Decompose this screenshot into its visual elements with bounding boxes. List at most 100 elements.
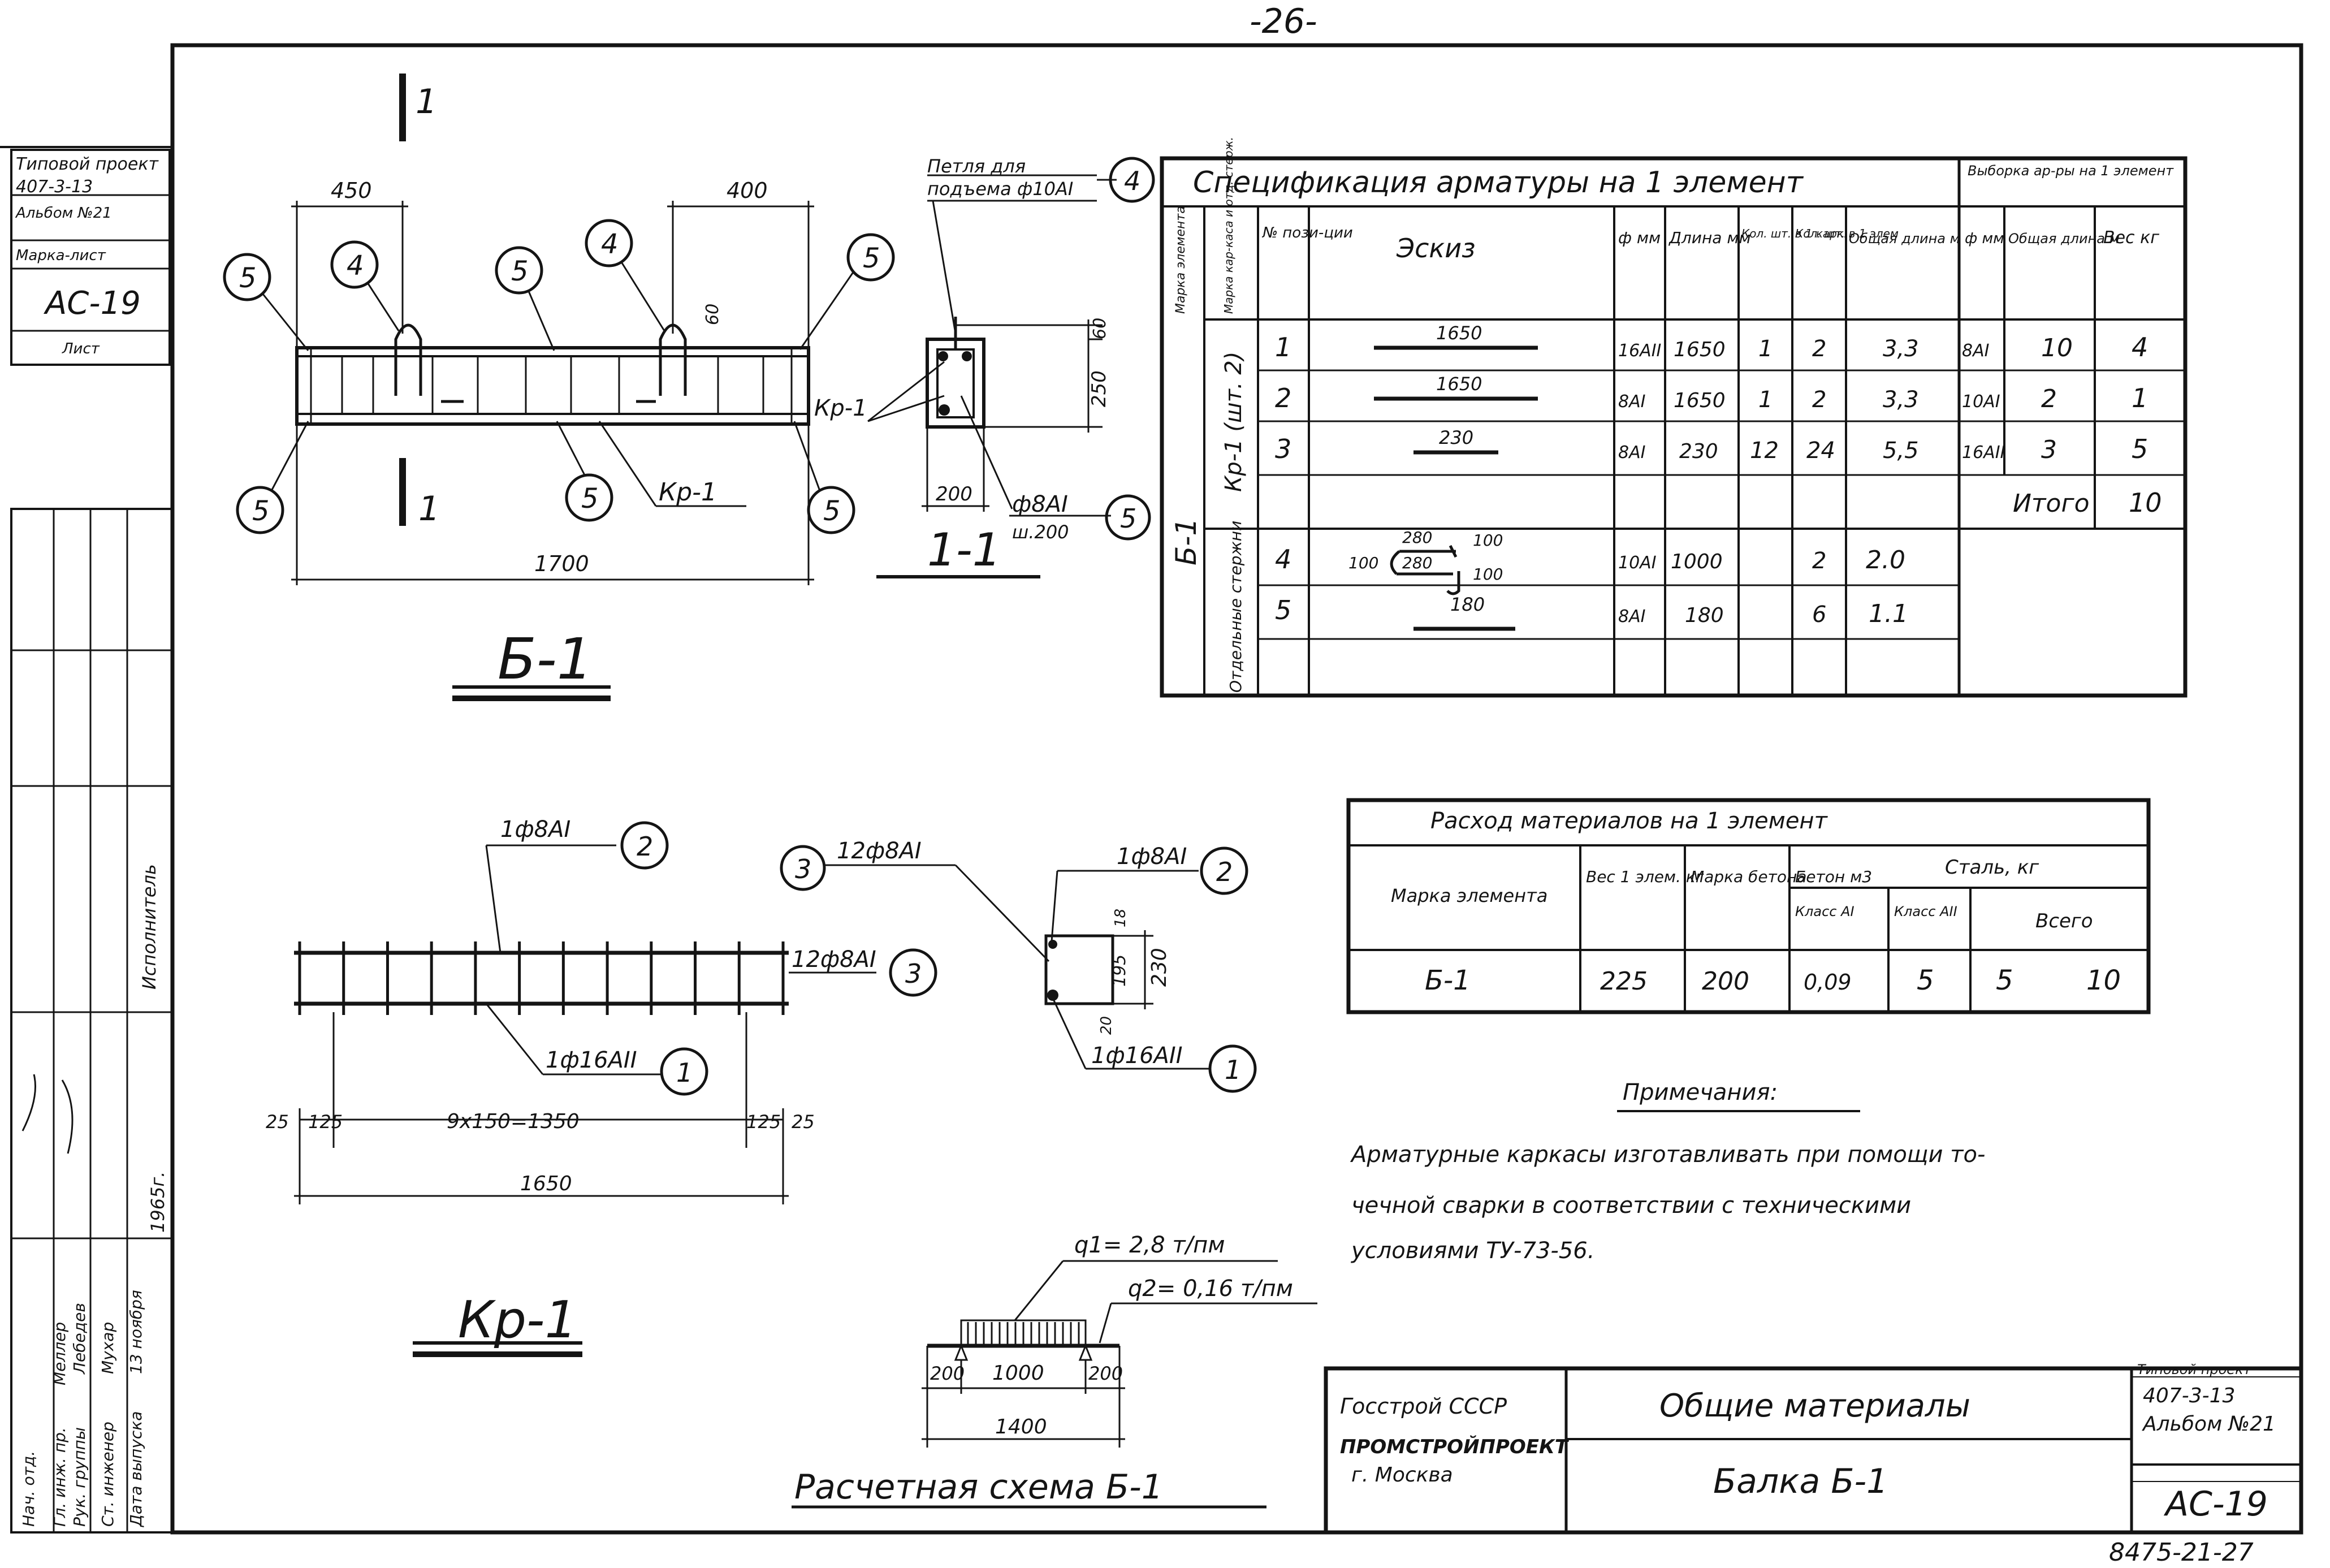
tb-sheet-mark: АС-19 [2163, 1484, 2268, 1524]
cage-side-callout: 3 [905, 958, 922, 989]
ls-dim-mid: 1000 [992, 1362, 1044, 1385]
loop-note-2: подъема ф10АI [927, 178, 1073, 200]
stamp-role-4: Ст. инженер [98, 1422, 117, 1527]
cell-sketch: 230 [1439, 427, 1473, 448]
cage-bottom-callout: 1 [676, 1057, 693, 1088]
dim-25-left: 25 [266, 1111, 289, 1133]
table-row: 5 180 8АI 180 6 1.1 [1275, 594, 1908, 631]
h-phi: ф мм [1618, 228, 1661, 247]
dim-250: 250 [1088, 370, 1110, 407]
h-pos: № пози-ции [1261, 224, 1353, 241]
mh-weight: Вес 1 элем. кг [1586, 867, 1704, 886]
sum-total: 3 [2041, 435, 2057, 464]
m-weight: 225 [1600, 967, 1648, 996]
beam-title: Б-1 [498, 626, 593, 692]
callout: 5 [511, 256, 529, 287]
callout: 4 [601, 228, 619, 260]
mh-mark: Марка элемента [1391, 885, 1547, 906]
section-mark-top: 1 [416, 82, 437, 122]
dim-400: 400 [727, 178, 768, 203]
tb-project-label: Типовой проект [2137, 1362, 2252, 1377]
cage-top-callout: 2 [637, 831, 653, 862]
step-label: ш.200 [1012, 521, 1069, 543]
m-a2: 5 [1996, 965, 2013, 996]
sum-total: 10 [2041, 334, 2073, 362]
h-qty-elem: Кол. шт. в 1 элем [1795, 227, 1899, 240]
cell-pos: 1 [1275, 332, 1291, 362]
cell-qe: 24 [1806, 438, 1835, 464]
stamp-mark-label: Марка-лист [16, 247, 106, 264]
callouts-beam: 5 4 5 4 5 5 5 5 Кр-1 [223, 219, 895, 534]
group-cage: Кр-1 (шт. 2) [1221, 352, 1247, 492]
cell-tl: 5,5 [1883, 438, 1919, 464]
cell-phi: 10АI [1618, 553, 1657, 573]
cell-pos: 2 [1275, 383, 1291, 413]
cell-pos: 3 [1275, 434, 1291, 464]
h-r-weight: Вес кг [2103, 228, 2159, 248]
sketch-4-left: 100 [1348, 554, 1378, 572]
sum-total: 2 [2041, 385, 2057, 413]
cell-qe: 2 [1812, 387, 1826, 413]
stamp-album: Альбом №21 [15, 205, 112, 222]
cage-section: 18 195 230 20 3 12ф8АI 1ф8АI 2 1ф16АII 1 [780, 838, 1257, 1093]
spec-table: Спецификация арматуры на 1 элемент Выбор… [1160, 137, 2188, 698]
sketch-4-bottom: 100 [1473, 565, 1503, 584]
cell-qe: 6 [1812, 602, 1826, 628]
side-stamp: Типовой проект 407-3-13 Альбом №21 Марка… [0, 146, 174, 1534]
q1-label: q1= 2,8 т/пм [1074, 1232, 1225, 1258]
cell-pos: 4 [1275, 544, 1291, 574]
section-title: 1-1 [927, 524, 1001, 576]
sum-phi: 8АI [1962, 341, 1990, 361]
m-total: 10 [2086, 965, 2121, 996]
stamp-project-no: 407-3-13 [16, 177, 93, 197]
sum-phi: 10АI [1962, 392, 2000, 412]
cell-sketch: 1650 [1436, 322, 1482, 344]
cell-sketch: 180 [1450, 594, 1485, 615]
tb-element: Балка Б-1 [1713, 1462, 1888, 1501]
notes-line-3: условиями ТУ-73-56. [1351, 1238, 1594, 1264]
sum-phi: 16АII [1962, 443, 2005, 463]
cell-tl: 2.0 [1866, 546, 1905, 574]
notes: Примечания: Арматурные каркасы изготавли… [1350, 1079, 1985, 1264]
cell-tl: 3,3 [1883, 336, 1919, 362]
materials-title: Расход материалов на 1 элемент [1430, 808, 1828, 834]
cage-side-bars: 12ф8АI [792, 947, 876, 973]
mh-a2: Класс АII [1894, 904, 1957, 919]
materials-table: Расход материалов на 1 элемент Марка эле… [1346, 798, 2151, 1014]
org-3: г. Москва [1351, 1463, 1453, 1487]
stamp-role-5: Дата выпуска [127, 1411, 145, 1528]
callout-bars: 5 [1120, 503, 1136, 534]
dim-1650: 1650 [520, 1172, 572, 1195]
dim-60-section: 60 [1090, 318, 1110, 339]
cell-qc: 1 [1758, 387, 1773, 413]
dim-1700: 1700 [534, 551, 589, 576]
dim-middle: 9х150=1350 [447, 1110, 580, 1133]
stamp-project: Типовой проект [16, 154, 159, 174]
dim-125-left: 125 [308, 1111, 343, 1133]
main-beam-drawing: 1 1 450 400 1700 60 [223, 74, 895, 701]
table-row: 1 1650 16АII 1650 1 2 3,3 [1275, 322, 1919, 362]
page-number: -26- [1250, 2, 1317, 41]
dim-20: 20 [1098, 1016, 1115, 1035]
cell-phi: 8АI [1618, 443, 1646, 463]
sheet-code: 8475-21-27 [2109, 1538, 2254, 1566]
dim-25-right: 25 [792, 1111, 815, 1133]
cs-bottom-bar: 1ф16АII [1091, 1043, 1183, 1069]
bar-label: ф8АI [1012, 491, 1068, 517]
cage-stirrups [298, 941, 785, 1015]
cell-tl: 3,3 [1883, 387, 1919, 413]
materials-row: Б-1 225 200 0,09 5 5 10 [1425, 965, 2121, 996]
spec-title-right: Выборка ар-ры на 1 элемент [1968, 163, 2174, 179]
callout: 5 [863, 243, 880, 274]
spec-title: Спецификация арматуры на 1 элемент [1193, 166, 1804, 200]
element-mark-value: Б-1 [1170, 518, 1203, 565]
ls-dim-left: 200 [930, 1363, 965, 1384]
callout-loop: 4 [1124, 166, 1140, 196]
cage-kr1: 25 125 9х150=1350 125 25 1650 1ф8АI 2 12… [266, 817, 937, 1357]
summary-rows: 8АI 10 4 10АI 2 1 16АII 3 5 Итого 10 [1962, 332, 2162, 518]
dim-230: 230 [1148, 948, 1171, 987]
stamp-name-5: 13 ноября [127, 1290, 145, 1374]
callout: 5 [581, 483, 599, 515]
